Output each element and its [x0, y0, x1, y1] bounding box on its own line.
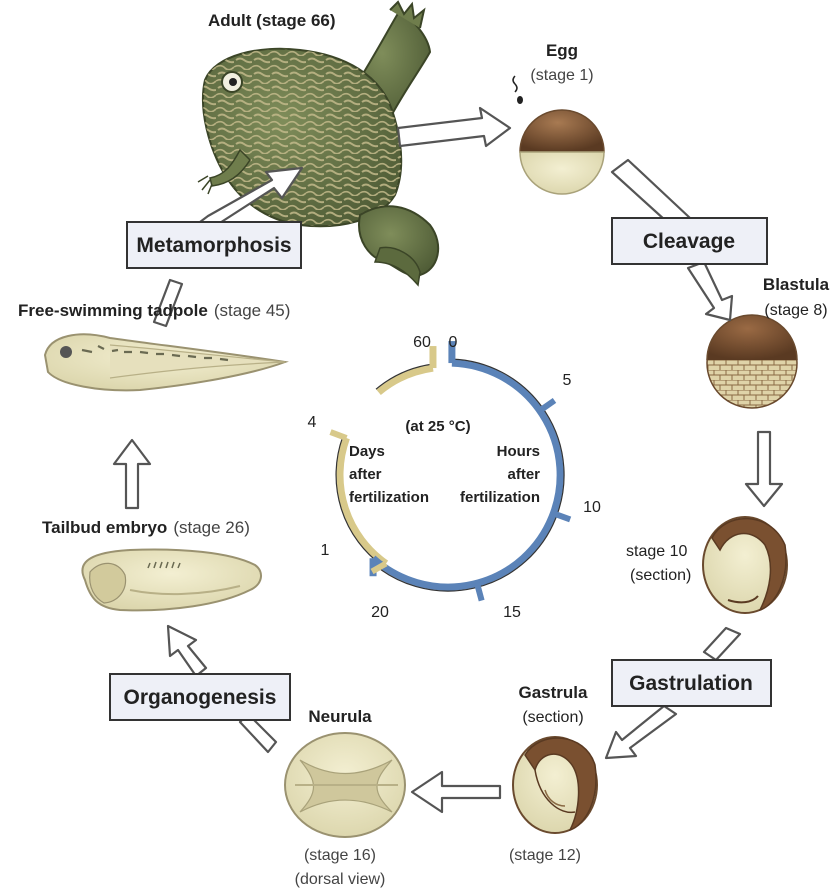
timeline-clock: (at 25 °C) Days after fertilization Hour… [308, 334, 601, 621]
tailbud-label: Tailbud embryo (stage 26) [42, 518, 250, 537]
process-cleavage: Cleavage [612, 218, 767, 264]
hours-tick-15: 15 [503, 604, 521, 621]
hours-tick-20: 20 [371, 604, 389, 621]
days-tick-4: 4 [308, 414, 317, 431]
hours-tick-mark-5 [540, 400, 555, 410]
days-tick-mark-4 [331, 432, 347, 438]
days-tick-1: 1 [321, 542, 330, 559]
egg-image [513, 76, 604, 194]
days-tick-60: 60 [413, 334, 431, 351]
hours-tick-10: 10 [583, 499, 601, 516]
neurula-label: Neurula [308, 707, 372, 726]
process-metamorphosis-label: Metamorphosis [136, 234, 291, 257]
hours-tick-5: 5 [563, 372, 572, 389]
hours-label-line1: Hours [497, 443, 540, 460]
process-metamorphosis: Metamorphosis [127, 222, 301, 268]
neurula-image [285, 733, 405, 837]
tadpole-image [45, 334, 285, 390]
tailbud-stage: (stage 26) [173, 518, 250, 537]
tailbud-embryo-image [82, 550, 261, 611]
stage-10-section-label: (section) [630, 567, 691, 584]
arrow-organogenesis-to-tailbud [168, 626, 206, 676]
process-gastrulation-label: Gastrulation [629, 672, 753, 695]
hours-tick-0: 0 [449, 334, 458, 351]
blastula-stage-label: (stage 8) [764, 302, 827, 319]
tadpole-label: Free-swimming tadpole (stage 45) [18, 301, 290, 320]
stage-10-image [703, 517, 787, 613]
hours-label-line2: after [507, 466, 540, 483]
gastrula-stage-label: (stage 12) [509, 847, 581, 864]
tailbud-name: Tailbud embryo [42, 518, 167, 537]
neurula-stage-label: (stage 16) [304, 847, 376, 864]
arrow-stage10-to-gastrulation [704, 628, 740, 660]
egg-stage-label: (stage 1) [530, 67, 593, 84]
arrow-blastula-to-stage10 [746, 432, 782, 506]
tadpole-name: Free-swimming tadpole [18, 301, 208, 320]
temperature-label: (at 25 °C) [405, 418, 470, 435]
arrow-tailbud-to-tadpole [114, 440, 150, 508]
arrow-gastrulation-to-gastrula [606, 706, 676, 758]
tadpole-stage: (stage 45) [214, 301, 291, 320]
process-organogenesis-label: Organogenesis [124, 686, 277, 709]
hours-label-line3: fertilization [460, 489, 540, 506]
gastrula-image [513, 737, 597, 833]
egg-label: Egg [546, 41, 578, 60]
blastula-label: Blastula [763, 275, 830, 294]
days-label-line3: fertilization [349, 489, 429, 506]
process-gastrulation: Gastrulation [612, 660, 771, 706]
days-label-line2: after [349, 466, 382, 483]
blastula-image [707, 315, 797, 408]
gastrula-label: Gastrula [519, 683, 589, 702]
days-label-line1: Days [349, 443, 385, 460]
adult-label: Adult (stage 66) [208, 11, 336, 30]
arrow-gastrula-to-neurula [412, 772, 500, 812]
stage-10-label: stage 10 [626, 543, 687, 560]
process-cleavage-label: Cleavage [643, 230, 735, 253]
arrow-cleavage-to-blastula [688, 262, 732, 320]
process-organogenesis: Organogenesis [110, 674, 290, 720]
arrow-adult-to-egg [398, 108, 510, 146]
neurula-view-label: (dorsal view) [295, 871, 386, 888]
gastrula-section-label: (section) [522, 709, 583, 726]
